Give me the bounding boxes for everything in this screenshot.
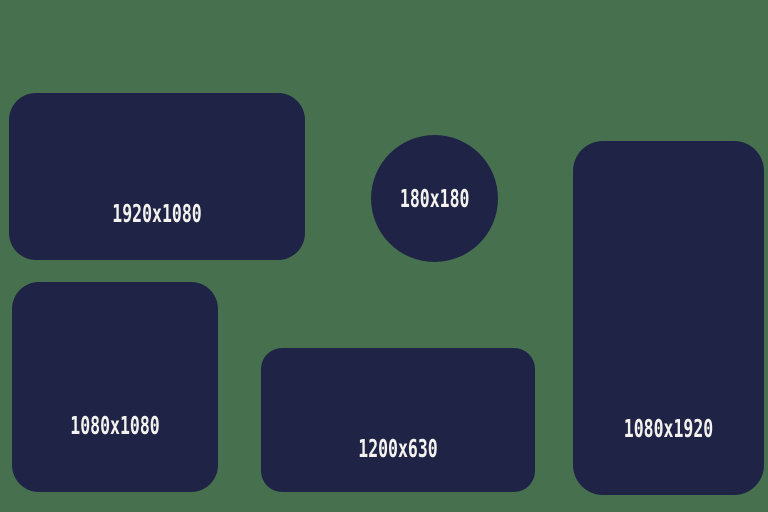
shape-180x180-label: 180x180 [399,184,470,213]
shape-1080x1080: 1080x1080 [12,282,218,492]
shape-1080x1920-label: 1080x1920 [623,414,714,443]
shape-1080x1080-label: 1080x1080 [70,411,160,440]
shape-1080x1920: 1080x1920 [573,141,764,495]
shape-1920x1080: 1920x1080 [9,93,305,260]
shape-180x180-circle: 180x180 [371,135,498,262]
shape-1920x1080-label: 1920x1080 [112,199,202,228]
shape-1200x630: 1200x630 [261,348,535,492]
shape-1200x630-label: 1200x630 [358,434,438,463]
